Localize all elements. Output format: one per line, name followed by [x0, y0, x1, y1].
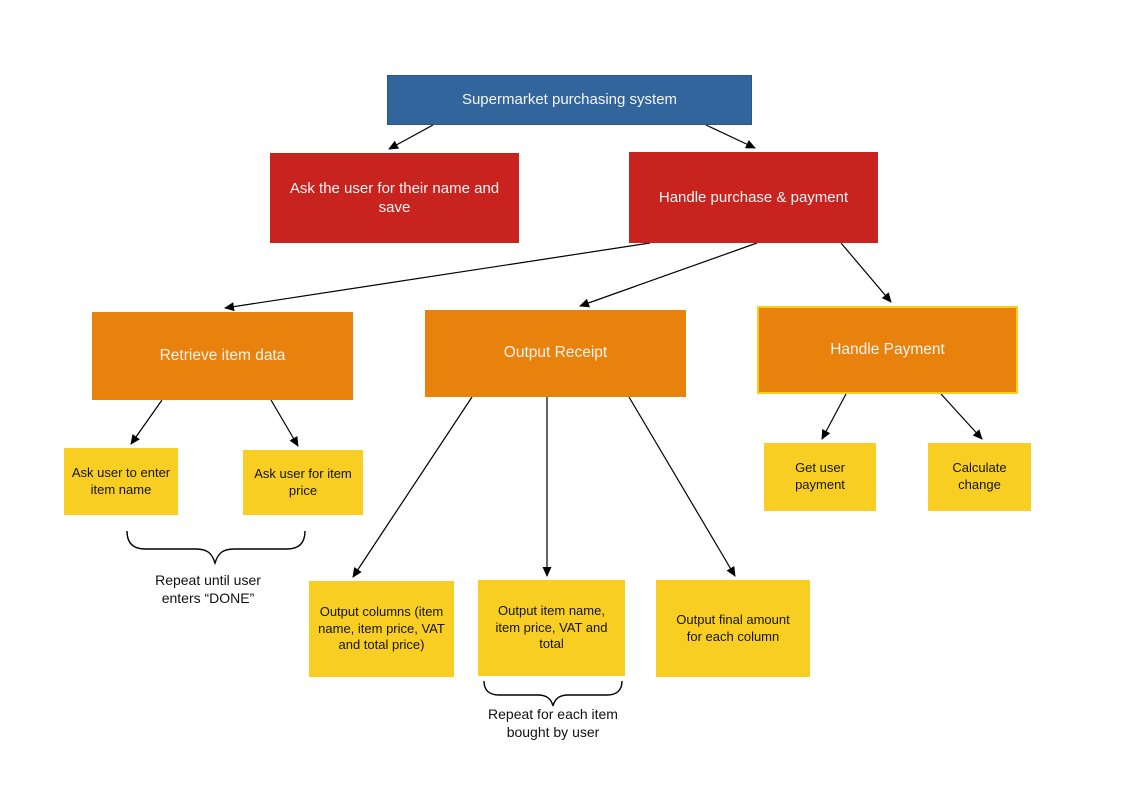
edge-retrieve-itemprice: [270, 399, 299, 447]
edge-payment-calcchange: [940, 393, 983, 440]
annotation-repeat-items: Repeat for each item bought by user: [488, 706, 618, 740]
edge-receipt-finalamount: [628, 396, 736, 577]
node-output-final-amount[interactable]: Output final amount for each column: [656, 580, 810, 677]
edge-root-handlepurchase: [705, 124, 756, 149]
annotation-repeat-done: Repeat until user enters “DONE”: [155, 572, 261, 606]
edge-purchase-payment: [840, 242, 892, 303]
edge-retrieve-itemname: [130, 399, 163, 445]
edge-purchase-receipt: [579, 242, 758, 308]
edge-purchase-retrieve: [224, 242, 651, 312]
node-output-receipt[interactable]: Output Receipt: [425, 310, 686, 397]
node-output-item-line[interactable]: Output item name, item price, VAT and to…: [478, 580, 625, 676]
brace-repeat-done: [126, 530, 306, 566]
edge-receipt-columns: [352, 396, 473, 578]
edge-payment-getpayment: [821, 393, 847, 440]
node-handle-payment[interactable]: Handle Payment: [757, 306, 1018, 394]
node-get-user-payment[interactable]: Get user payment: [764, 443, 876, 511]
node-ask-item-name[interactable]: Ask user to enter item name: [64, 448, 178, 515]
node-ask-item-price[interactable]: Ask user for item price: [243, 450, 363, 515]
edge-root-askname: [388, 124, 434, 150]
node-retrieve-item-data[interactable]: Retrieve item data: [92, 312, 353, 400]
brace-repeat-items: [483, 680, 623, 707]
node-ask-name[interactable]: Ask the user for their name and save: [270, 153, 519, 243]
node-calculate-change[interactable]: Calculate change: [928, 443, 1031, 511]
node-output-columns[interactable]: Output columns (item name, item price, V…: [309, 581, 454, 677]
node-handle-purchase[interactable]: Handle purchase & payment: [629, 152, 878, 243]
node-root[interactable]: Supermarket purchasing system: [387, 75, 752, 125]
